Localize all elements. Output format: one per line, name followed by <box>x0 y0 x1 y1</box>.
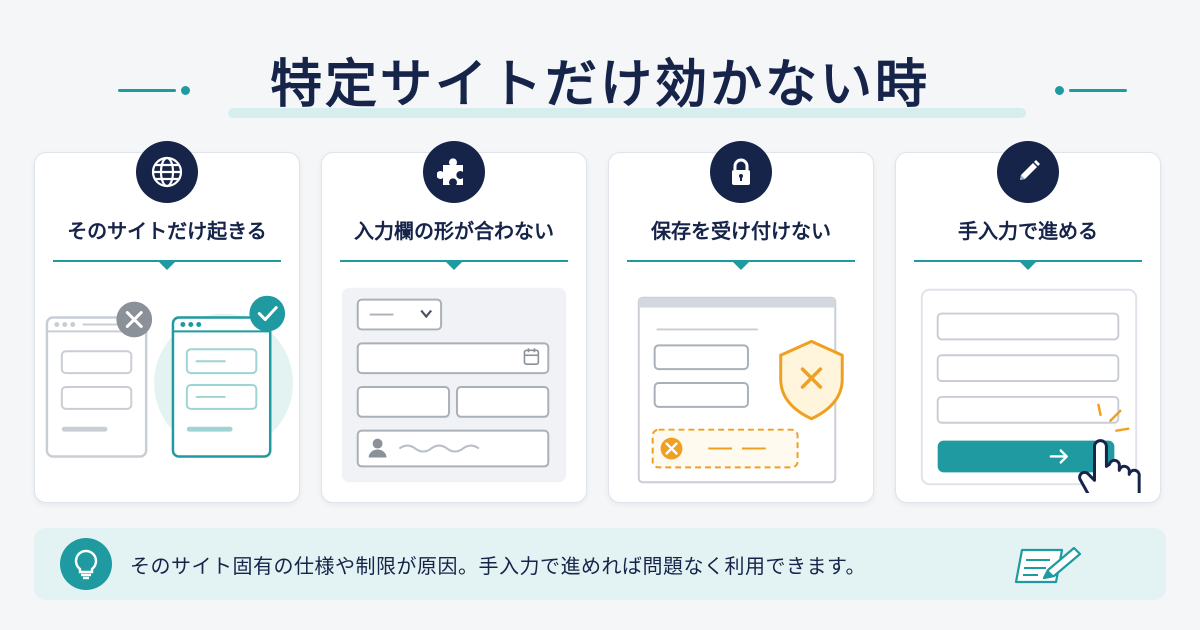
save-blocked-illustration <box>637 296 844 484</box>
page-title: 特定サイトだけ効かない時 <box>269 55 930 115</box>
arrow-right-icon <box>1049 449 1068 464</box>
card-save-rejected: 保存を受け付けない <box>608 141 874 503</box>
title-decoration-left <box>118 89 176 92</box>
memo-edit-icon <box>1014 546 1082 584</box>
card-divider-arrow <box>732 261 750 270</box>
summary-text: そのサイト固有の仕様や制限が原因。手入力で進めれば問題なく利用できます。 <box>130 554 866 578</box>
lock-icon <box>710 141 772 203</box>
hand-pointer-icon <box>1078 439 1141 493</box>
lightbulb-icon <box>60 538 112 590</box>
browser-comparison-illustration <box>45 295 294 458</box>
shield-x-icon <box>779 339 844 421</box>
calendar-icon <box>523 348 540 365</box>
chevron-down-icon <box>420 309 433 319</box>
card-title: 手入力で進める <box>958 219 1098 243</box>
user-icon <box>368 438 387 458</box>
puzzle-icon <box>423 141 485 203</box>
card-title: 保存を受け付けない <box>651 219 831 243</box>
card-site-specific: そのサイトだけ起きる <box>34 141 300 503</box>
card-manual-input: 手入力で進める <box>895 141 1161 503</box>
title-decoration-dot-right <box>1055 86 1064 95</box>
card-title: 入力欄の形が合わない <box>354 219 554 243</box>
title-decoration-dot-left <box>181 86 190 95</box>
title-highlight <box>228 108 1026 118</box>
globe-icon <box>136 141 198 203</box>
title-area: 特定サイトだけ効かない時 <box>0 22 1200 122</box>
manual-entry-illustration <box>920 288 1141 493</box>
submit-button <box>937 440 1115 473</box>
card-divider-arrow <box>158 261 176 270</box>
form-fields-illustration <box>341 287 567 483</box>
card-title: そのサイトだけ起きる <box>67 219 267 243</box>
summary-bar: そのサイト固有の仕様や制限が原因。手入力で進めれば問題なく利用できます。 <box>34 528 1166 600</box>
check-badge-icon <box>249 295 286 332</box>
card-divider-arrow <box>1019 261 1037 270</box>
card-divider-arrow <box>445 261 463 270</box>
title-decoration-right <box>1069 89 1127 92</box>
pencil-icon <box>997 141 1059 203</box>
card-field-mismatch: 入力欄の形が合わない <box>321 141 587 503</box>
